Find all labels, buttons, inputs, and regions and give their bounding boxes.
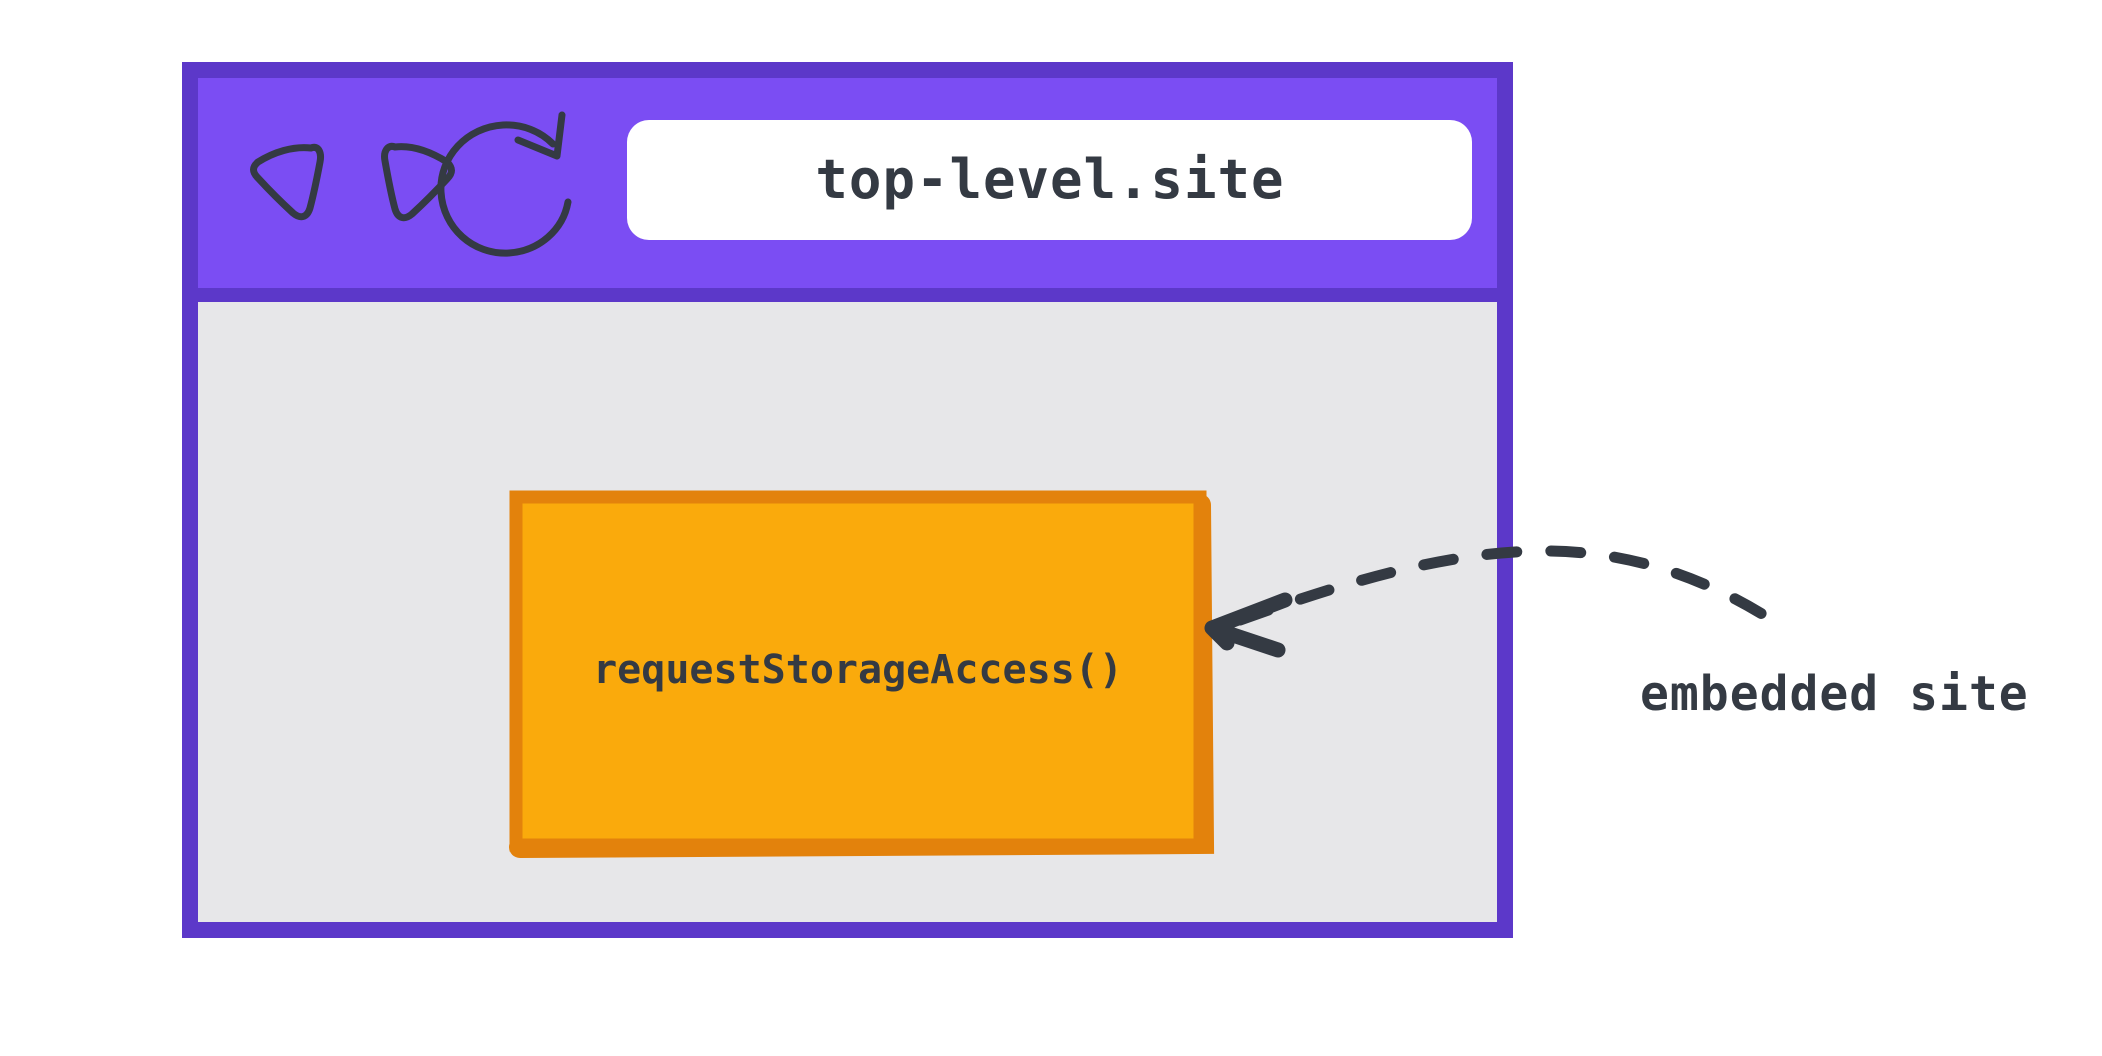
arrow-head-icon: [1204, 592, 1293, 658]
callout-label: embedded site: [1640, 666, 2029, 722]
address-bar[interactable]: top-level.site: [627, 120, 1472, 240]
reload-button[interactable]: [437, 111, 572, 257]
embedded-frame[interactable]: requestStorageAccess(): [509, 490, 1215, 858]
back-triangle-icon: [250, 143, 324, 221]
address-bar-field[interactable]: [627, 120, 1472, 240]
toolbar-divider: [190, 288, 1505, 302]
back-button[interactable]: [250, 143, 324, 221]
embedded-frame-label: requestStorageAccess(): [593, 647, 1123, 693]
embedded-frame-box[interactable]: [509, 490, 1207, 852]
browser-window-frame: [182, 62, 1513, 938]
address-bar-value: top-level.site: [815, 148, 1284, 211]
callout-arrow: [1204, 545, 1793, 658]
reload-circle-arrow-icon: [437, 111, 572, 257]
dashed-curved-arrow-icon: [1234, 545, 1793, 636]
